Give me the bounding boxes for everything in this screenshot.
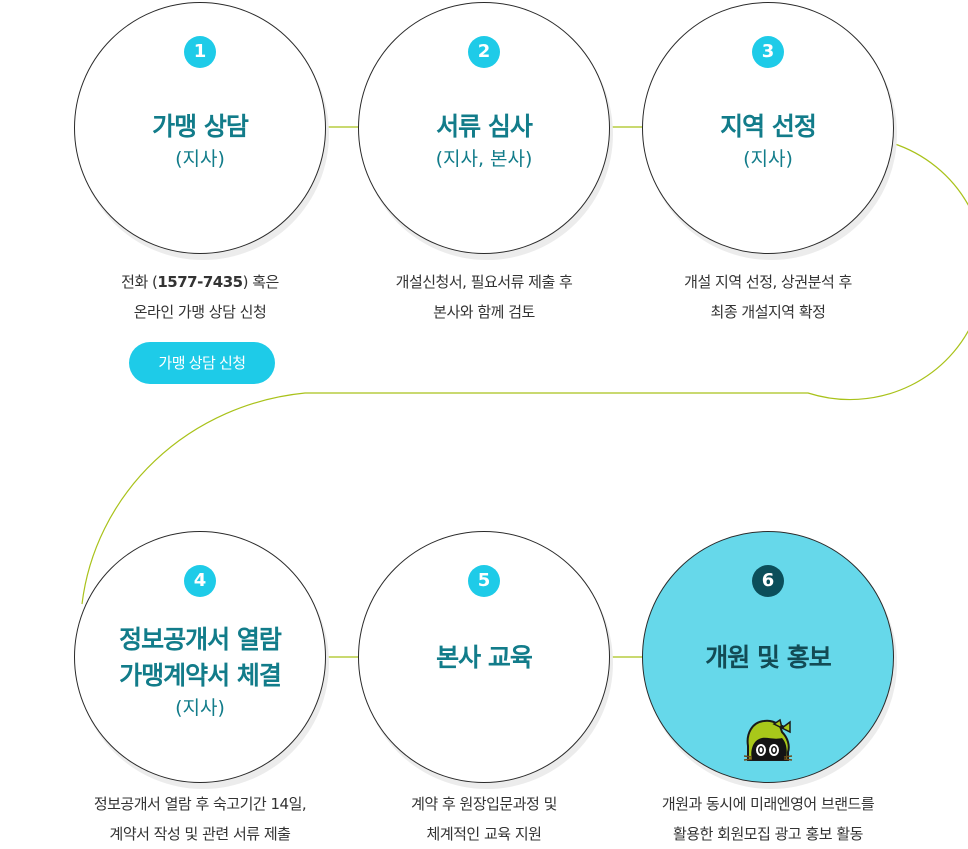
step-title: 지역 선정 (지사) [643, 109, 893, 173]
step-number-badge: 6 [752, 565, 784, 597]
mascot-cat-icon [743, 718, 793, 761]
step-title: 서류 심사 (지사, 본사) [359, 109, 609, 173]
step-title: 개원 및 홍보 [705, 643, 831, 672]
step-description: 개설 지역 선정, 상권분석 후 최종 개설지역 확정 [684, 273, 852, 321]
step-number-badge: 4 [184, 565, 216, 597]
step-description: 개설신청서, 필요서류 제출 후 본사와 함께 검토 [395, 273, 573, 321]
step-subtitle: (지사) [743, 148, 793, 170]
step-title: 본사 교육 [436, 643, 533, 672]
step-circle: 3 지역 선정 (지사) [642, 2, 894, 254]
step-circle-active: 6 개원 및 홍보 [642, 531, 894, 783]
step-circle: 1 가맹 상담 (지사) [74, 2, 326, 254]
step-description: 개원과 동시에 미래엔영어 브랜드를 활용한 회원모집 광고 홍보 활동 [661, 795, 875, 843]
step-circle: 2 서류 심사 (지사, 본사) [358, 2, 610, 254]
step-number-badge: 5 [468, 565, 500, 597]
step-circle: 4 정보공개서 열람 가맹계약서 체결 (지사) [74, 531, 326, 783]
step-description: 정보공개서 열람 후 숙고기간 14일, 계약서 작성 및 관련 서류 제출 [93, 795, 307, 843]
step-subtitle: (지사) [175, 148, 225, 170]
step-description: 계약 후 원장입문과정 및 체계적인 교육 지원 [411, 795, 557, 843]
step-title: 정보공개서 열람 가맹계약서 체결 (지사) [75, 622, 325, 722]
step-description: 전화 (1577-7435) 혹은 온라인 가맹 상담 신청 [121, 273, 279, 321]
step-number-badge: 2 [468, 36, 500, 68]
franchise-consult-apply-button[interactable]: 가맹 상담 신청 [129, 342, 275, 384]
phone-number: 1577-7435 [157, 273, 243, 291]
step-title: 가맹 상담 (지사) [75, 109, 325, 173]
step-subtitle: (지사) [175, 697, 225, 719]
step-number-badge: 3 [752, 36, 784, 68]
step-circle: 5 본사 교육 [358, 531, 610, 783]
step-subtitle: (지사, 본사) [435, 148, 533, 170]
step-number-badge: 1 [184, 36, 216, 68]
